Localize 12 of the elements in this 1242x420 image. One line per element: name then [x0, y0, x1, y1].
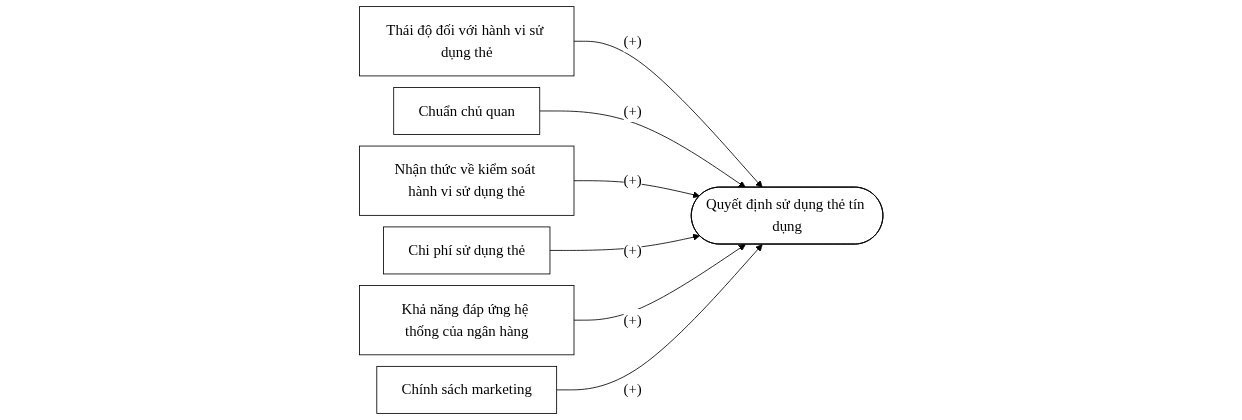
node-box: Chi phí sử dụng thẻ [382, 226, 551, 275]
node-box: Thái độ đối với hành vi sử dụng thẻ [358, 6, 575, 77]
edge-label: (+) [623, 381, 642, 398]
node-box: Chuẩn chủ quan [393, 87, 540, 135]
edge-label: (+) [623, 311, 642, 328]
edge-label: (+) [623, 102, 642, 119]
edge-label: (+) [623, 241, 642, 259]
node-box: Nhận thức về kiểm soát hành vi sử dụng thẻ [358, 145, 575, 216]
edge-label: (+) [623, 172, 642, 189]
edge-label: (+) [623, 32, 642, 50]
node-box: Khả năng đáp ứng hệ thống của ngân hàng [358, 285, 575, 356]
node-box: Chính sách marketing [376, 365, 557, 414]
